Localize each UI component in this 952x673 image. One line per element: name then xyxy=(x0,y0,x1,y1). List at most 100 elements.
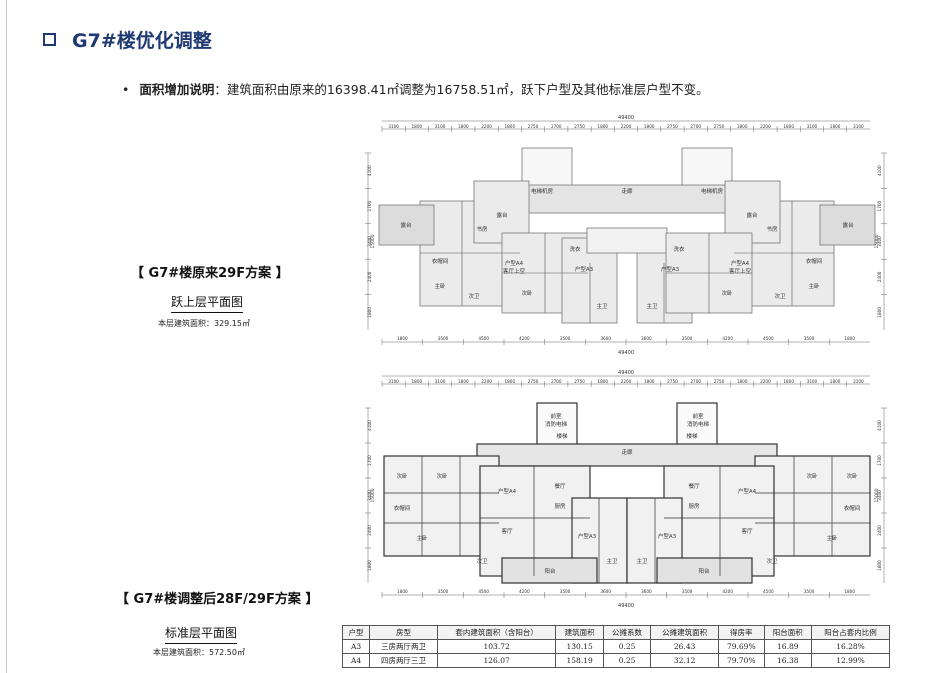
table-cell: A4 xyxy=(341,653,371,668)
bottom-plan-walls xyxy=(384,456,870,583)
room-corridor: 走廊 xyxy=(621,187,633,195)
dim-top-label: 1800 xyxy=(737,379,748,384)
table-cell: 0.25 xyxy=(602,639,652,654)
bottom-floor-area: 本层建筑面积：572.50㎡ xyxy=(153,648,245,657)
room-cloak-left: 衣帽间 xyxy=(432,257,449,265)
room-master-left: 主卧 xyxy=(434,282,446,290)
room-balcony-left: 阳台 xyxy=(544,567,556,575)
dim-bottom-label: 4200 xyxy=(722,589,733,594)
dim-bottom-label: 3600 xyxy=(600,589,611,594)
room-corridor-bottom: 走廊 xyxy=(621,448,633,456)
dim-top-label: 2700 xyxy=(690,124,701,129)
room-type-a3-b-left: 户型A3 xyxy=(578,532,597,540)
bottom-plan-building xyxy=(383,402,871,584)
dim-top-label: 2750 xyxy=(667,379,678,384)
dim-bottom-label: 3500 xyxy=(682,589,693,594)
dim-top-label: 2700 xyxy=(551,124,562,129)
top-plan-building xyxy=(378,147,876,324)
dim-top-label: 2750 xyxy=(528,124,539,129)
room-front-left: 前室 xyxy=(550,412,562,420)
room-bath-left: 主卫 xyxy=(596,302,608,310)
dim-side-label: 4100 xyxy=(877,165,882,176)
room-lift-left: 电梯机房 xyxy=(531,187,554,195)
room-bed-4: 次卧 xyxy=(806,472,818,480)
dim-top-label: 2750 xyxy=(714,124,725,129)
dim-bottom-label: 3500 xyxy=(560,589,571,594)
dim-bottom-label: 3500 xyxy=(804,589,815,594)
bottom-plan-label: 【 G7#楼调整后28F/29F方案 】 标准层平面图 本层建筑面积：572.5… xyxy=(116,588,318,658)
bottom-plan-room-labels: 前室 消防电梯 前室 消防电梯 走廊 次卧 次卧 次卧 次卧 衣帽间 衣帽间 主… xyxy=(394,412,861,575)
room-bath2-left: 次卫 xyxy=(468,292,480,300)
dim-bottom-label: 3600 xyxy=(641,336,652,341)
dim-bottom-label: 4500 xyxy=(478,589,489,594)
room-bath-b-right: 主卫 xyxy=(636,557,648,565)
table-cell: 158.19 xyxy=(555,653,604,668)
dim-bottom-label: 1800 xyxy=(397,336,408,341)
dim-side-label: 1800 xyxy=(877,307,882,318)
dim-top-label: 1800 xyxy=(597,124,608,129)
dim-side-label: 1700 xyxy=(877,455,882,466)
dim-top-label: 3100 xyxy=(807,379,818,384)
dim-bottom-label: 3500 xyxy=(438,589,449,594)
room-bath2-b-right: 次卫 xyxy=(766,557,778,565)
area-note: •面积增加说明：建筑面积由原来的16398.41㎡调整为16758.51㎡，跃下… xyxy=(122,79,709,98)
page-left-edge xyxy=(6,0,7,673)
table-cell: 0.25 xyxy=(602,653,652,668)
dim-bottom-label: 3500 xyxy=(560,336,571,341)
dim-top-label: 1800 xyxy=(783,379,794,384)
dim-bottom-label: 4200 xyxy=(722,336,733,341)
room-bath2-b-left: 次卫 xyxy=(476,557,488,565)
dim-bottom-label: 3500 xyxy=(438,336,449,341)
dim-bottom-label: 3500 xyxy=(804,336,815,341)
room-bed-3: 次卧 xyxy=(846,472,858,480)
dim-top-label: 2750 xyxy=(667,124,678,129)
room-living-right: 客厅 xyxy=(741,527,753,535)
dim-top-label: 3100 xyxy=(388,124,399,129)
dim-top-label: 3100 xyxy=(853,124,864,129)
table-cell: 79.70% xyxy=(718,653,765,668)
dim-top-label: 2750 xyxy=(574,124,585,129)
table-header-cell: 得房率 xyxy=(718,625,765,640)
table-cell: 26.43 xyxy=(650,639,720,654)
room-bed-right: 次卧 xyxy=(721,289,733,297)
room-bed-1: 次卧 xyxy=(396,472,408,480)
top-floor-area: 本层建筑面积：329.15㎡ xyxy=(158,319,250,328)
room-type-a4-left: 户型A4 xyxy=(505,259,524,267)
top-plan-room-labels: 露台 露台 露台 露台 走廊 电梯机房 电梯机房 户型A4 客厅上空 户型A4 … xyxy=(400,187,854,310)
room-living-left: 客厅 xyxy=(501,527,513,535)
dim-top-label: 2200 xyxy=(760,124,771,129)
table-cell: 三房两厅两卫 xyxy=(369,639,438,654)
table-cell: A3 xyxy=(341,639,371,654)
bottom-floor-title: 标准层平面图 xyxy=(165,624,238,644)
dim-side-label: 4100 xyxy=(367,420,372,431)
unit-area-table: 户型房型套内建筑面积（含阳台）建筑面积公摊系数公摊建筑面积得房率阳台面积阳台占套… xyxy=(341,625,891,668)
room-balcony-right: 阳台 xyxy=(698,567,710,575)
room-master-b-left: 主卧 xyxy=(416,534,428,542)
dim-total-top: 49400 xyxy=(618,370,634,376)
table-header-cell: 房型 xyxy=(369,625,438,640)
table-header-cell: 公摊系数 xyxy=(602,625,652,640)
room-cloak-b-left: 衣帽间 xyxy=(394,504,411,512)
dim-bottom-label: 4500 xyxy=(763,589,774,594)
table-cell: 16.38 xyxy=(763,653,812,668)
room-upper-living-right: 客厅上空 xyxy=(729,267,752,275)
top-floor-title: 跃上层平面图 xyxy=(171,293,244,313)
room-dining-left: 餐厅 xyxy=(554,482,566,490)
table-header-cell: 套内建筑面积（含阳台） xyxy=(436,625,557,640)
dim-top-label: 1800 xyxy=(644,124,655,129)
dim-top-label: 2750 xyxy=(714,379,725,384)
dim-side-total: 15000 xyxy=(370,488,376,502)
dim-side-total: 15000 xyxy=(874,488,880,502)
dim-bottom-label: 4500 xyxy=(763,336,774,341)
dim-top-label: 3100 xyxy=(435,379,446,384)
dim-top-label: 1800 xyxy=(412,379,423,384)
dim-side-label: 3400 xyxy=(877,236,882,247)
dim-side-label: 1800 xyxy=(367,307,372,318)
room-bed-2: 次卧 xyxy=(436,472,448,480)
room-master-b-right: 主卧 xyxy=(826,534,838,542)
room-terrace-left-2: 露台 xyxy=(496,211,508,219)
